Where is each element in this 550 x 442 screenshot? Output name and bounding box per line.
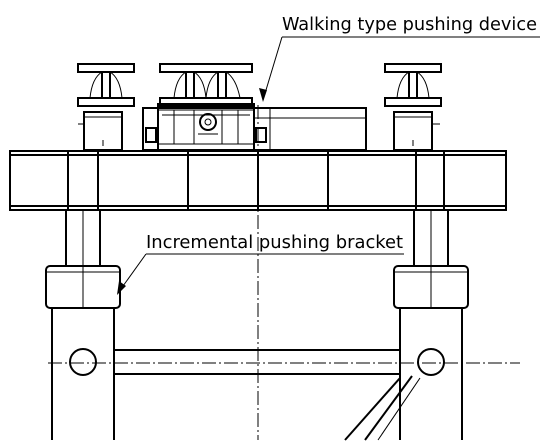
walking-device-text: Walking type pushing device [282, 14, 537, 35]
right-bracket [393, 209, 469, 440]
left-pin-icon [69, 348, 97, 376]
right-support-block [393, 111, 440, 151]
left-bracket [45, 209, 121, 440]
main-crossbeam [9, 150, 507, 211]
label-incremental-bracket: Incremental pushing bracket [117, 232, 404, 295]
right-pin-icon [417, 348, 445, 376]
label-walking-device: Walking type pushing device [259, 14, 540, 102]
leader-arrow-icon [259, 88, 267, 102]
cross-bracing [114, 349, 421, 441]
left-support-block [78, 111, 123, 151]
walking-pushing-device [142, 103, 367, 151]
left-i-beam [77, 63, 135, 107]
hydraulic-cylinder-icon [199, 113, 217, 131]
middle-double-i-beam [159, 63, 253, 107]
incremental-bracket-text: Incremental pushing bracket [146, 232, 403, 253]
right-bolt-icon [255, 127, 267, 143]
left-bolt-icon [145, 127, 157, 143]
right-i-beam [384, 63, 442, 107]
walking-device-leader [262, 36, 283, 101]
